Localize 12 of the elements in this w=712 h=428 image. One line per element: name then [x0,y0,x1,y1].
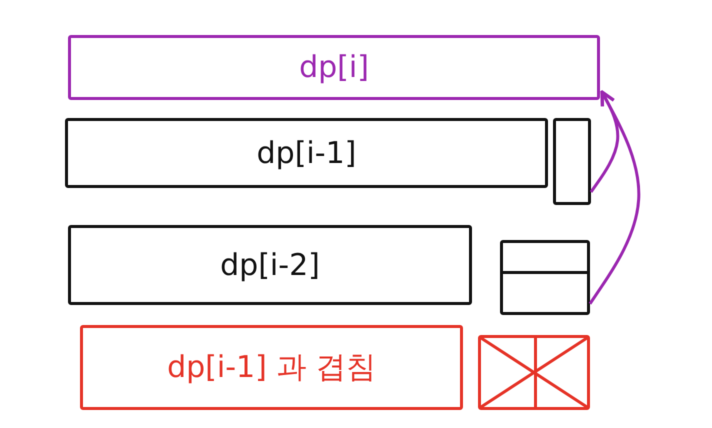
table-row [68,35,600,100]
arrow [588,90,640,305]
small-box [553,118,591,205]
row-label: dp[i] [299,50,369,85]
table-row [80,325,463,410]
row-label: dp[i-1] [256,136,356,170]
divided-box [500,240,590,315]
table-row [65,118,548,188]
row-label: dp[i-2] [220,248,320,282]
crossed-out-box [478,335,590,410]
row-label: dp[i-1] 과 겹침 [167,349,376,387]
table-row [68,225,472,305]
